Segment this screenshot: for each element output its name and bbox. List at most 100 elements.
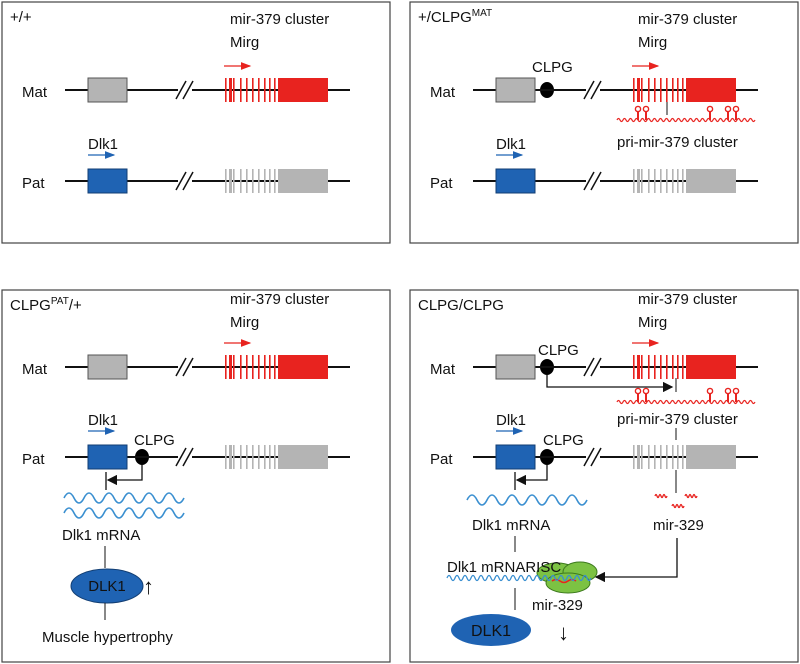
mir-cluster-exon bbox=[258, 355, 260, 379]
mir-cluster-exon bbox=[682, 78, 684, 102]
mir-cluster-exon bbox=[274, 78, 276, 102]
panel-title: +/+ bbox=[10, 9, 32, 26]
dlk1-gene-label: Dlk1 bbox=[496, 412, 526, 429]
pat-allele-label: Pat bbox=[22, 451, 45, 468]
mir-cluster-exon bbox=[229, 445, 232, 469]
break-gap bbox=[586, 81, 600, 99]
mir-cluster-exon bbox=[677, 355, 679, 379]
mir-cluster-exon bbox=[677, 78, 679, 102]
mir-cluster-exon bbox=[269, 169, 271, 193]
mir-cluster-exon bbox=[252, 78, 254, 102]
mirg-label: Mirg bbox=[638, 314, 667, 331]
break-gap bbox=[586, 358, 600, 376]
mir-cluster-exon bbox=[641, 355, 643, 379]
dlk1-mrna-wave bbox=[63, 507, 185, 519]
dlk1-mrna-wave bbox=[466, 494, 588, 506]
hairpin-loop bbox=[634, 387, 642, 395]
down-arrow-icon: ↓ bbox=[558, 620, 569, 645]
mir-cluster-exon bbox=[682, 445, 684, 469]
mir-cluster-exon bbox=[274, 169, 276, 193]
mirg-label: Mirg bbox=[230, 314, 259, 331]
panel-frame bbox=[1, 289, 391, 663]
mir-cluster-exon bbox=[274, 445, 276, 469]
mirg-gene-silent bbox=[686, 169, 736, 193]
mir-329-fragment bbox=[684, 493, 698, 499]
mir-cluster-exon bbox=[633, 78, 635, 102]
mir-cluster-exon bbox=[229, 355, 232, 379]
muscle-hypertrophy-label: Muscle hypertrophy bbox=[42, 629, 173, 646]
mir-cluster-exon bbox=[240, 78, 242, 102]
mir-cluster-exon bbox=[269, 355, 271, 379]
bound-mrna-wave bbox=[446, 574, 592, 582]
hairpin-loop bbox=[642, 387, 650, 395]
mir-cluster-exon bbox=[672, 355, 674, 379]
dlk1-protein bbox=[70, 568, 144, 604]
mir-cluster-exon bbox=[233, 445, 235, 469]
mir-329-risc-label: mir-329 bbox=[532, 597, 583, 614]
mir-cluster-exon bbox=[240, 355, 242, 379]
pri-mir-label: pri-mir-379 cluster bbox=[617, 134, 738, 151]
mir-cluster-exon bbox=[666, 78, 668, 102]
mir-cluster-exon bbox=[225, 445, 227, 469]
mir-cluster-label: mir-379 cluster bbox=[230, 11, 329, 28]
clpg-label: CLPG bbox=[538, 342, 579, 359]
panel-title: CLPGPAT/+ bbox=[10, 296, 82, 314]
dlk1-gene-active bbox=[87, 168, 128, 194]
pri-mir-transcript bbox=[616, 105, 756, 123]
mir-cluster-exon bbox=[648, 169, 650, 193]
transcript-wave bbox=[616, 399, 756, 405]
mir-cluster-exon bbox=[648, 78, 650, 102]
mirg-label: Mirg bbox=[638, 34, 667, 51]
mirg-gene-active bbox=[686, 78, 736, 102]
mir-cluster-exon bbox=[654, 445, 656, 469]
mat-allele-label: Mat bbox=[430, 84, 456, 101]
mir-cluster-exon bbox=[637, 355, 640, 379]
hairpin-loop bbox=[706, 387, 714, 395]
mir-cluster-exon bbox=[264, 445, 266, 469]
mir-cluster-exon bbox=[246, 169, 248, 193]
clpg-label: CLPG bbox=[134, 432, 175, 449]
break-gap bbox=[178, 448, 192, 466]
dlk1-gene-silent bbox=[495, 354, 536, 380]
mir-cluster-exon bbox=[660, 355, 662, 379]
mir-cluster-exon bbox=[233, 355, 235, 379]
dlk1-protein bbox=[451, 614, 531, 646]
panel-clpg-mat: +/CLPGMAT CLPG pri-mir-379 cluster mir-3… bbox=[409, 1, 799, 244]
break-gap bbox=[586, 172, 600, 190]
mir-cluster-exon bbox=[677, 169, 679, 193]
dlk1-protein-label: DLK1 bbox=[471, 623, 511, 640]
mir-cluster-exon bbox=[660, 445, 662, 469]
mir-cluster-exon bbox=[654, 355, 656, 379]
mir-cluster-exon bbox=[682, 169, 684, 193]
break-mark bbox=[175, 357, 187, 377]
pat-allele-label: Pat bbox=[22, 175, 45, 192]
hairpin-loop bbox=[724, 105, 732, 113]
mir-cluster-exon bbox=[633, 355, 635, 379]
up-arrow-icon: ↑ bbox=[143, 574, 154, 599]
mir-cluster-exon bbox=[641, 445, 643, 469]
mir-cluster-exon bbox=[682, 355, 684, 379]
mir-cluster-label: mir-379 cluster bbox=[638, 11, 737, 28]
mir-cluster-exon bbox=[672, 169, 674, 193]
mir-329-fragment bbox=[654, 493, 668, 499]
break-mark bbox=[182, 447, 194, 467]
break-gap bbox=[178, 81, 192, 99]
mir-cluster-exon bbox=[252, 169, 254, 193]
dlk1-gene-label: Dlk1 bbox=[88, 412, 118, 429]
mir-cluster-exon bbox=[672, 78, 674, 102]
dlk1-mrna-label: Dlk1 mRNA bbox=[472, 517, 550, 534]
mat-allele-label: Mat bbox=[430, 361, 456, 378]
break-mark bbox=[175, 171, 187, 191]
mir-cluster-exon bbox=[246, 355, 248, 379]
pat-allele-label: Pat bbox=[430, 175, 453, 192]
mir-329-fragment bbox=[671, 503, 685, 509]
hairpin-loop bbox=[732, 105, 740, 113]
mat-allele-label: Mat bbox=[22, 84, 48, 101]
break-mark bbox=[583, 80, 595, 100]
mir-cluster-exon bbox=[264, 169, 266, 193]
mir-cluster-exon bbox=[264, 355, 266, 379]
mir-cluster-exon bbox=[269, 78, 271, 102]
